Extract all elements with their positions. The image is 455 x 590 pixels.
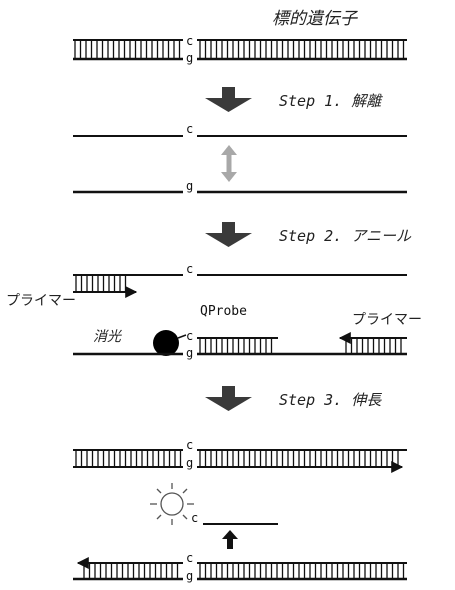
step-2-label: Step 2. アニール <box>279 227 412 245</box>
base-c: c <box>186 329 193 343</box>
quench-label: 消光 <box>93 329 122 345</box>
sun-icon <box>150 483 194 525</box>
primer-right-label: プライマー <box>352 312 422 328</box>
step-1-label: Step 1. 解離 <box>279 92 383 110</box>
page-title: 標的遺伝子 <box>272 9 358 29</box>
qprobe-label: QProbe <box>200 304 247 319</box>
upper-strand-with-primer: c <box>73 262 407 298</box>
base-pair-rungs <box>75 275 127 292</box>
base-pair-rungs <box>74 40 181 59</box>
base-c: c <box>186 438 193 452</box>
base-c: c <box>191 511 198 525</box>
extended-duplex-upper: c g <box>73 438 407 473</box>
primer-left-label: プライマー <box>6 293 76 309</box>
base-pair-rungs <box>199 338 273 354</box>
base-pair-rungs <box>199 450 399 467</box>
base-g: g <box>186 51 193 65</box>
separated-strands: c g <box>73 122 407 194</box>
base-c: c <box>186 262 193 276</box>
double-arrow-icon <box>221 145 237 182</box>
base-g: g <box>186 346 193 360</box>
extended-duplex-lower: c g <box>73 551 407 583</box>
base-c: c <box>186 34 193 48</box>
base-pair-rungs <box>199 40 405 59</box>
step-3-label: Step 3. 伸長 <box>279 391 382 409</box>
base-pair-rungs <box>83 563 179 579</box>
base-pair-rungs <box>75 450 182 467</box>
down-arrow-icon <box>205 386 252 411</box>
base-c: c <box>186 122 193 136</box>
base-pair-rungs <box>199 563 405 579</box>
target-gene-duplex: c g <box>73 34 407 65</box>
down-arrow-icon <box>205 87 252 112</box>
quencher-dot-icon <box>153 330 179 356</box>
base-g: g <box>186 456 193 470</box>
base-g: g <box>186 569 193 583</box>
base-c: c <box>186 551 193 565</box>
lower-strand-with-probe: 消光 c g <box>73 329 407 360</box>
released-probe: c <box>191 511 278 525</box>
base-pair-rungs <box>345 338 402 354</box>
down-arrow-icon <box>205 222 252 247</box>
base-g: g <box>186 179 193 193</box>
up-arrow-icon <box>222 530 238 549</box>
